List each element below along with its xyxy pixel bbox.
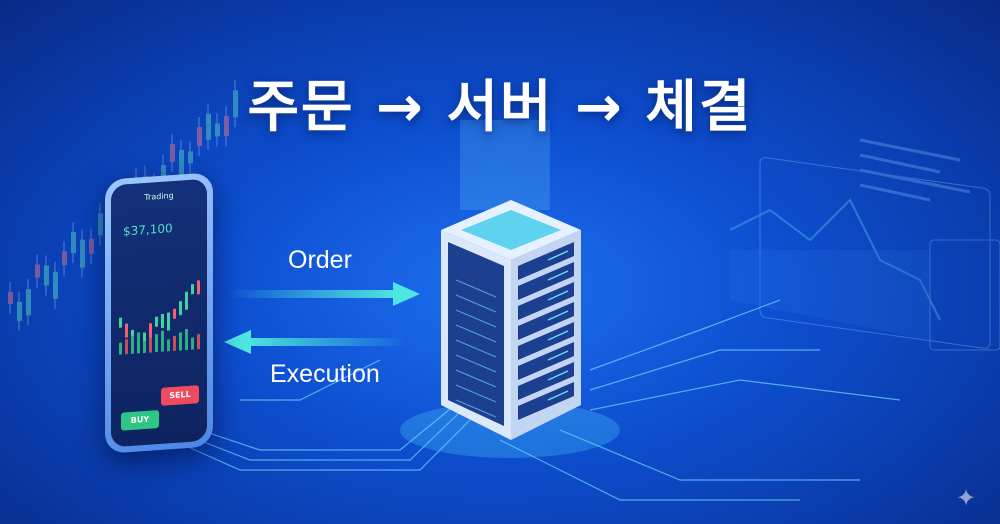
chart-candle <box>155 316 158 327</box>
execution-arrow <box>224 330 408 354</box>
candle-body <box>215 123 220 137</box>
trading-app-screen: Trading $37,100 SELL BUY <box>111 178 207 448</box>
server-screen-line <box>455 339 497 358</box>
volume-bar <box>179 332 182 351</box>
volume-bar <box>149 337 152 353</box>
price-display: $37,100 <box>123 221 173 239</box>
candle-body <box>188 151 193 164</box>
volume-bar <box>167 339 170 352</box>
chart-candle <box>125 323 128 338</box>
volume-bar <box>137 332 140 354</box>
volume-bar <box>155 334 158 353</box>
server-screen-line <box>455 324 497 343</box>
candle-body <box>44 265 49 286</box>
server-screen-line <box>455 279 497 298</box>
volume-bar <box>119 342 122 355</box>
candle-body <box>233 90 238 118</box>
candle-body <box>89 238 94 254</box>
rack-unit <box>518 302 574 340</box>
server-screen-line <box>455 399 497 418</box>
order-arrow <box>228 282 420 306</box>
chart-candle <box>149 323 152 342</box>
candle-body <box>26 289 31 316</box>
order-label: Order <box>288 246 352 274</box>
app-header: Trading <box>144 190 174 203</box>
candle-body <box>62 251 67 266</box>
rack-light <box>547 290 569 301</box>
dashboard-panels <box>729 138 1000 351</box>
rack-unit <box>518 362 574 400</box>
execution-label: Execution <box>270 360 380 388</box>
volume-bar <box>125 339 128 355</box>
candle-body <box>17 301 22 321</box>
rack-unit <box>518 382 574 420</box>
candle-body <box>98 213 103 236</box>
volume-bar <box>197 334 200 350</box>
server-tower <box>441 200 581 440</box>
rack-light <box>547 250 569 261</box>
server-screen-line <box>455 354 497 373</box>
page-title: 주문 → 서버 → 체결 <box>247 75 753 140</box>
candle-body <box>179 149 184 175</box>
chart-candle <box>173 308 176 319</box>
candle-body <box>8 292 13 304</box>
chart-candle <box>185 291 188 310</box>
candle-body <box>170 143 175 162</box>
rack-light <box>547 390 569 401</box>
candle-body <box>35 264 40 278</box>
sell-button[interactable]: SELL <box>161 385 199 406</box>
server-screen-line <box>455 369 497 388</box>
volume-bar <box>185 328 188 351</box>
buy-button[interactable]: BUY <box>121 410 159 431</box>
rack-unit <box>518 342 574 380</box>
server-screen-line <box>455 384 497 403</box>
rack-light <box>547 350 569 361</box>
candle-body <box>71 232 76 254</box>
rack-unit <box>518 322 574 360</box>
chart-candle <box>167 312 170 331</box>
candle-body <box>53 271 58 299</box>
chart-candle <box>179 301 182 316</box>
rack-light <box>547 270 569 281</box>
rack-unit <box>518 242 574 280</box>
background-candlesticks <box>8 80 238 331</box>
rack-unit <box>518 262 574 300</box>
rack-light <box>547 370 569 381</box>
candle-body <box>197 127 202 147</box>
candle-body <box>224 116 229 137</box>
volume-bar <box>161 330 164 352</box>
server-screen-line <box>455 294 497 313</box>
volume-bar <box>143 340 146 354</box>
candle-body <box>206 113 211 140</box>
rack-light <box>547 330 569 341</box>
volume-bar <box>173 335 176 352</box>
chart-candle <box>119 317 122 328</box>
volume-bar <box>191 337 194 350</box>
chart-candle <box>191 284 194 295</box>
volume-bar <box>131 335 134 354</box>
chart-candle <box>161 313 164 329</box>
server-screen-line <box>455 309 497 328</box>
sparkle-icon: ✦ <box>956 484 977 512</box>
rack-light <box>547 310 569 321</box>
rack-unit <box>518 282 574 320</box>
chart-candle <box>197 280 200 295</box>
candle-body <box>80 239 85 268</box>
smartphone: Trading $37,100 SELL BUY <box>105 172 213 454</box>
price-chart <box>119 280 200 355</box>
